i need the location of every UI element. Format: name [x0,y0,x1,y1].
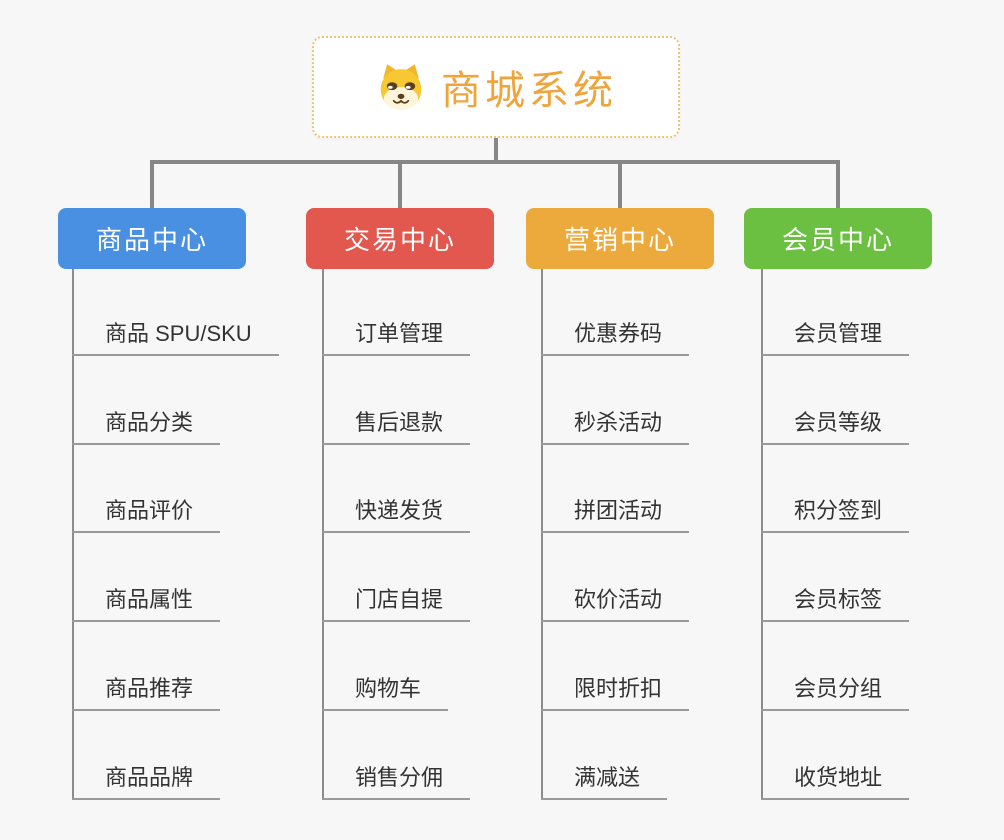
child-topic[interactable]: 商品推荐 [72,671,221,711]
child-topic[interactable]: 会员标签 [761,582,910,622]
branch-spine-trade [322,269,324,800]
connector-bus [150,160,840,164]
branch-label: 会员中心 [781,225,894,255]
child-topic[interactable]: 商品 SPU/SKU [72,316,279,356]
branch-node-member-center[interactable]: 会员中心 [744,208,932,269]
child-topic[interactable]: 订单管理 [322,316,471,356]
child-topic[interactable]: 商品属性 [72,582,221,622]
branch-label: 商品中心 [95,225,208,255]
child-topic[interactable]: 商品分类 [72,405,221,445]
child-topic[interactable]: 拼团活动 [541,493,690,533]
branch-label: 交易中心 [343,225,456,255]
root-node[interactable]: 商城系统 [312,36,680,138]
child-topic[interactable]: 优惠券码 [541,316,690,356]
branch-spine-product [72,269,74,800]
child-topic[interactable]: 积分签到 [761,493,910,533]
root-title: 商城系统 [441,69,617,113]
child-topic[interactable]: 会员分组 [761,671,910,711]
child-topic[interactable]: 限时折扣 [541,671,690,711]
child-topic[interactable]: 售后退款 [322,405,471,445]
connector-root-drop [494,138,498,162]
child-topic[interactable]: 会员管理 [761,316,910,356]
child-topic[interactable]: 会员等级 [761,405,910,445]
branch-node-trade-center[interactable]: 交易中心 [306,208,494,269]
child-topic[interactable]: 满减送 [541,760,668,800]
branch-node-marketing-center[interactable]: 营销中心 [526,208,714,269]
child-topic[interactable]: 门店自提 [322,582,471,622]
dog-icon [380,64,422,110]
child-topic[interactable]: 砍价活动 [541,582,690,622]
connector-branch-drop-product [150,160,154,208]
branch-spine-member [761,269,763,800]
connector-branch-drop-trade [398,160,402,208]
child-topic[interactable]: 购物车 [322,671,449,711]
branch-node-product-center[interactable]: 商品中心 [58,208,246,269]
connector-branch-drop-marketing [618,160,622,208]
branch-spine-marketing [541,269,543,800]
child-topic[interactable]: 快递发货 [322,493,471,533]
child-topic[interactable]: 销售分佣 [322,760,471,800]
connector-branch-drop-member [836,160,840,208]
child-topic[interactable]: 商品评价 [72,493,221,533]
branch-label: 营销中心 [563,225,676,255]
child-topic[interactable]: 商品品牌 [72,760,221,800]
child-topic[interactable]: 收货地址 [761,760,910,800]
child-topic[interactable]: 秒杀活动 [541,405,690,445]
